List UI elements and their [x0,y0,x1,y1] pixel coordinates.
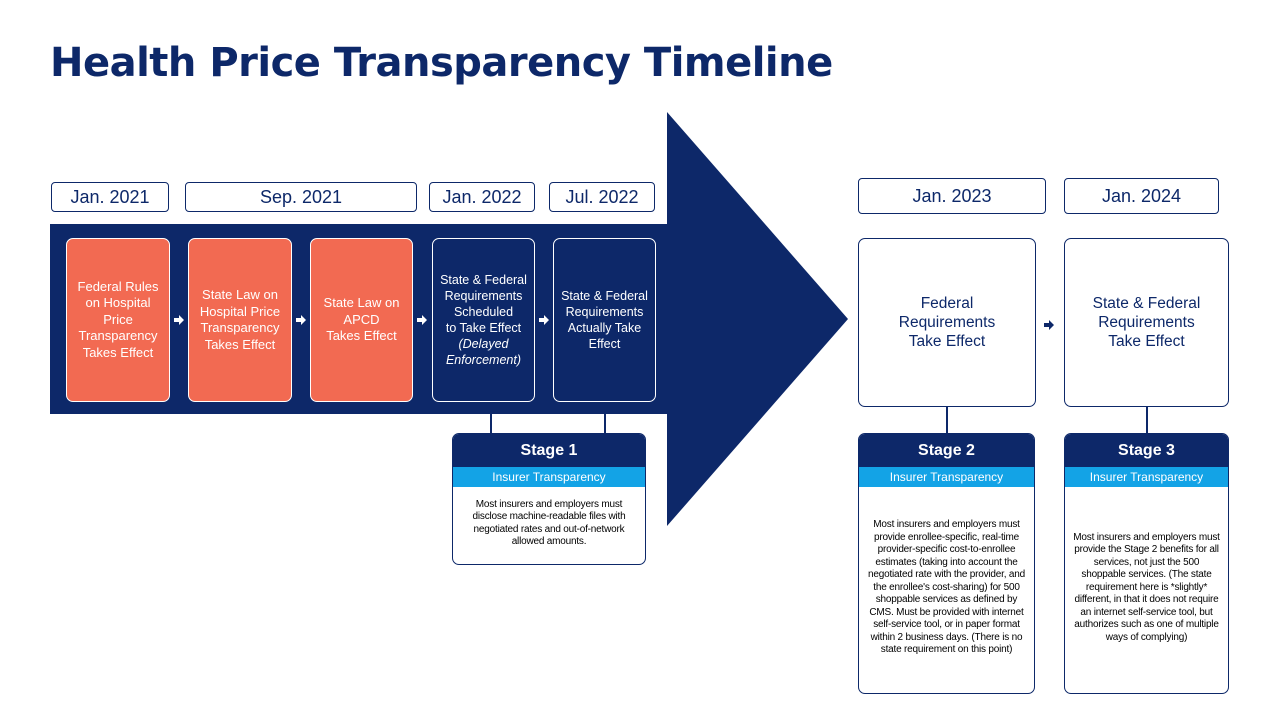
milestone-text: State Law on Hospital Price Transparency… [199,287,281,352]
stage-3-card: Stage 3 Insurer Transparency Most insure… [1064,433,1229,694]
arrow-right-icon [417,315,427,325]
stage-subtitle: Insurer Transparency [859,467,1034,487]
stage-description: Most insurers and employers must disclos… [472,498,626,548]
milestone-text: State & Federal Requirements Scheduled t… [440,273,527,335]
stage-subtitle: Insurer Transparency [1065,467,1228,487]
milestone-text: State & Federal Requirements Actually Ta… [561,289,648,351]
date-label-jan-2024: Jan. 2024 [1064,178,1219,214]
arrow-right-icon [1044,320,1054,330]
milestone-note: (Delayed Enforcement) [445,337,521,367]
milestone-federal-hospital-rules: Federal Rules on Hospital Price Transpar… [66,238,170,402]
milestone-requirements-scheduled: State & Federal Requirements Scheduled t… [432,238,535,402]
page-title: Health Price Transparency Timeline [50,40,833,86]
connector-line [604,402,606,433]
date-label-jan-2021: Jan. 2021 [51,182,169,212]
milestone-text: State & Federal Requirements Take Effect [1092,295,1201,350]
connector-line [490,402,492,433]
connector-line [946,407,948,433]
stage-2-card: Stage 2 Insurer Transparency Most insure… [858,433,1035,694]
stage-description: Most insurers and employers must provide… [868,519,1025,656]
milestone-state-apcd-law: State Law on APCD Takes Effect [310,238,413,402]
arrow-right-icon [539,315,549,325]
stage-1-card: Stage 1 Insurer Transparency Most insure… [452,433,646,565]
milestone-federal-requirements: Federal Requirements Take Effect [858,238,1036,407]
date-label-jan-2022: Jan. 2022 [429,182,535,212]
milestone-text: State Law on APCD Takes Effect [323,295,400,344]
arrow-right-icon [174,315,184,325]
milestone-requirements-actual: State & Federal Requirements Actually Ta… [553,238,656,402]
milestone-text: Federal Rules on Hospital Price Transpar… [77,278,159,360]
stage-title: Stage 1 [453,434,645,467]
date-label-sep-2021: Sep. 2021 [185,182,417,212]
milestone-text: Federal Requirements Take Effect [898,295,996,350]
milestone-state-hospital-law: State Law on Hospital Price Transparency… [188,238,292,402]
date-label-jul-2022: Jul. 2022 [549,182,655,212]
stage-subtitle: Insurer Transparency [453,467,645,487]
stage-title: Stage 3 [1065,434,1228,467]
connector-line [1146,407,1148,433]
arrow-right-icon [296,315,306,325]
stage-description: Most insurers and employers must provide… [1073,531,1220,643]
date-label-jan-2023: Jan. 2023 [858,178,1046,214]
milestone-state-federal-requirements: State & Federal Requirements Take Effect [1064,238,1229,407]
stage-title: Stage 2 [859,434,1034,467]
